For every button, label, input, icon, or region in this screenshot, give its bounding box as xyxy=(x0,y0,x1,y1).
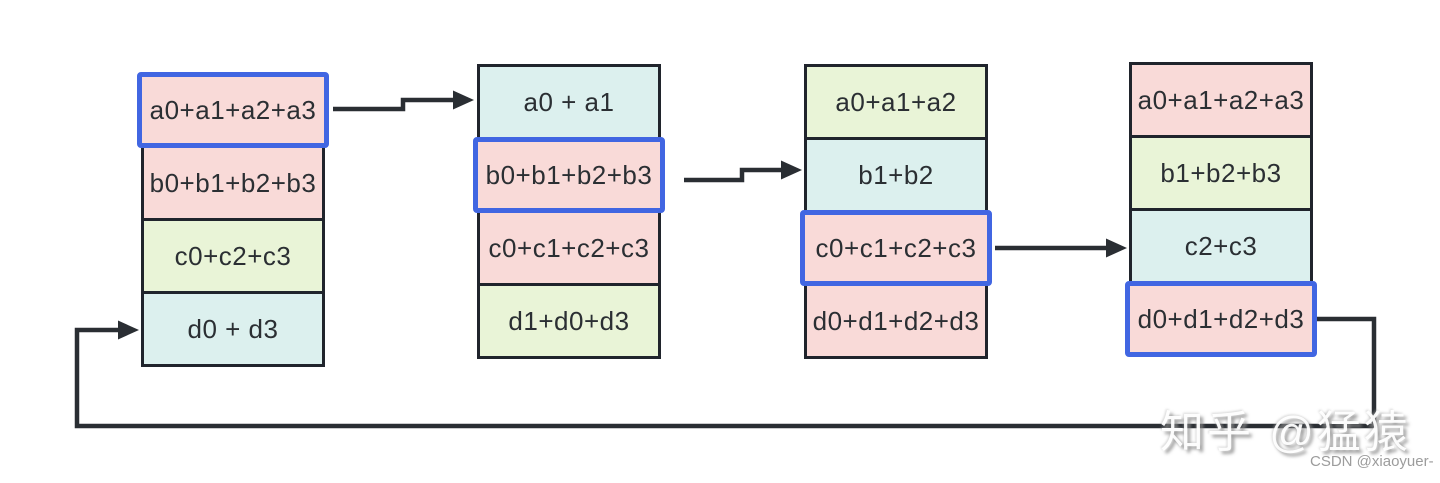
arrowhead-icon xyxy=(453,90,474,110)
memory-column-3: a0+a1+a2 b1+b2 c0+c1+c2+c3 d0+d1+d2+d3 xyxy=(800,64,992,359)
arrow-col3-to-col4 xyxy=(995,238,1127,258)
cell-col2-a: a0 + a1 xyxy=(477,64,661,140)
cell-col1-c: c0+c2+c3 xyxy=(141,218,325,294)
arrow-col2-to-col3 xyxy=(684,160,802,183)
arrowhead-icon xyxy=(118,320,139,340)
zhihu-watermark: 知乎 @猛猿 xyxy=(1160,408,1411,457)
arrow-col1-to-col2 xyxy=(333,90,474,112)
cell-col3-c: c0+c1+c2+c3 xyxy=(800,210,992,286)
cell-col4-a: a0+a1+a2+a3 xyxy=(1129,62,1313,138)
cell-col2-b: b0+b1+b2+b3 xyxy=(473,137,665,213)
arrowhead-icon xyxy=(1106,238,1127,258)
cell-col2-c: c0+c1+c2+c3 xyxy=(477,210,661,286)
cell-col3-b: b1+b2 xyxy=(804,137,988,213)
cell-col1-b: b0+b1+b2+b3 xyxy=(141,145,325,221)
memory-column-1: a0+a1+a2+a3 b0+b1+b2+b3 c0+c2+c3 d0 + d3 xyxy=(137,72,329,367)
memory-column-2: a0 + a1 b0+b1+b2+b3 c0+c1+c2+c3 d1+d0+d3 xyxy=(473,64,665,359)
arrowhead-icon xyxy=(781,160,802,180)
cell-col1-d: d0 + d3 xyxy=(141,291,325,367)
cell-col4-c: c2+c3 xyxy=(1129,208,1313,284)
cell-col3-a: a0+a1+a2 xyxy=(804,64,988,140)
csdn-watermark: CSDN @xiaoyuer- xyxy=(1310,453,1434,470)
memory-column-4: a0+a1+a2+a3 b1+b2+b3 c2+c3 d0+d1+d2+d3 xyxy=(1125,62,1317,357)
cell-col2-d: d1+d0+d3 xyxy=(477,283,661,359)
cell-col4-b: b1+b2+b3 xyxy=(1129,135,1313,211)
cell-col3-d: d0+d1+d2+d3 xyxy=(804,283,988,359)
cell-col4-d: d0+d1+d2+d3 xyxy=(1125,281,1317,357)
cell-col1-a: a0+a1+a2+a3 xyxy=(137,72,329,148)
